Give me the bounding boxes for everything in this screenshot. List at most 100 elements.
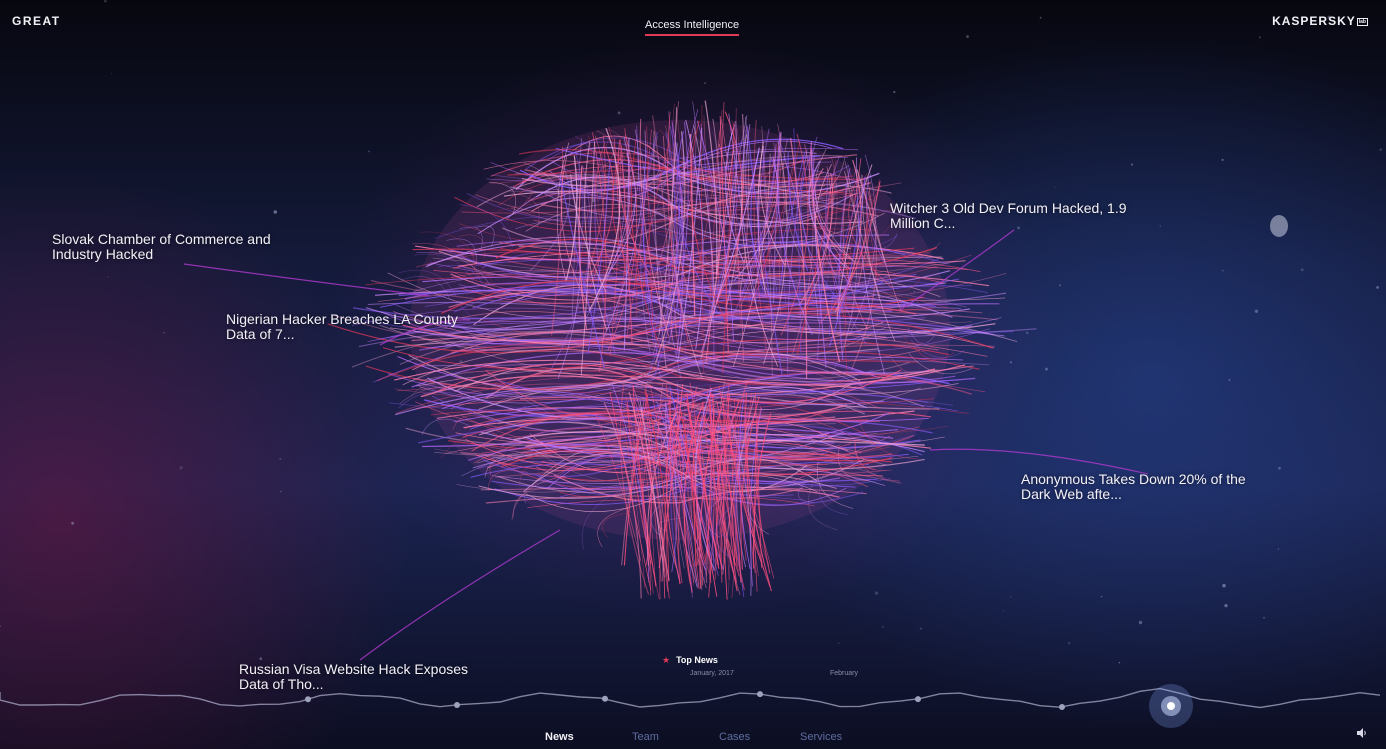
fiber-strand [868,193,879,285]
great-logo[interactable]: GREAT [12,14,61,28]
fiber-strand [736,128,750,330]
nav-services[interactable]: Services [800,731,843,743]
fiber-strand [484,454,533,478]
star-particle [1327,15,1331,19]
fiber-strand [709,391,734,574]
star-particle [966,35,969,39]
fiber-strand [856,157,885,374]
fiber-strand [613,129,640,262]
fiber-strand [588,127,621,311]
fiber-strand [641,418,660,599]
star-particle [104,0,107,3]
timeline-current-point[interactable] [1167,702,1175,710]
fiber-strand [617,139,650,274]
fiber-strand [717,101,725,303]
fiber-strand [578,165,587,330]
fiber-strand [666,405,681,584]
timeline-marker[interactable] [757,691,763,698]
fiber-strand [525,474,818,512]
timeline-marker[interactable] [1059,704,1065,710]
headline-line: Industry Hacked [52,246,154,262]
fiber-strand [653,416,698,587]
fiber-strand [677,392,698,582]
fiber-strand [422,275,907,306]
fiber-strand [727,393,738,567]
fiber-strand [521,165,826,187]
nav-team[interactable]: Team [632,731,659,743]
fiber-strand [705,119,737,184]
fiber-strand [614,138,627,277]
fiber-strand [402,348,959,395]
star-particle [1300,268,1304,272]
fiber-strand [665,402,698,588]
fiber-strand [776,176,811,204]
fiber-strand [426,342,963,361]
headline-line: Million C... [890,215,956,231]
access-intelligence-link[interactable]: Access Intelligence [645,19,740,36]
fiber-strand [609,391,652,591]
fiber-strand [857,242,941,268]
fiber-strand [677,127,703,362]
headline-russian-visa[interactable]: Russian Visa Website Hack Exposes Data o… [239,662,468,692]
fiber-strand [744,406,770,566]
fiber-strand [817,461,854,509]
fiber-strand [689,124,716,179]
fiber-strand [814,164,832,262]
nav-cases[interactable]: Cases [719,731,751,743]
timeline-marker[interactable] [305,696,311,703]
fiber-strand [497,198,895,221]
headline-anonymous-dark-web[interactable]: Anonymous Takes Down 20% of the Dark Web… [1021,472,1246,502]
speaker-icon[interactable] [1356,727,1368,739]
fiber-strand [728,393,737,598]
fiber-strand [390,327,954,346]
fiber-strand [808,483,838,531]
fiber-strand [414,253,474,284]
fiber-strand [489,462,519,476]
fiber-strand [890,355,936,375]
fiber-strand [626,129,652,339]
fiber-strand [739,143,777,298]
fiber-strand [474,346,990,366]
fiber-strand [714,399,740,580]
headline-line: Data of Tho... [239,676,324,692]
nav-news[interactable]: News [545,731,574,743]
headline-nigerian-hacker[interactable]: Nigerian Hacker Breaches LA County Data … [226,312,458,342]
fiber-strand [745,392,772,592]
fiber-strand [395,384,884,416]
fiber-strand [705,141,735,364]
headline-slovak-chamber[interactable]: Slovak Chamber of Commerce and Industry … [52,232,271,262]
headline-line: Slovak Chamber of Commerce and [52,231,271,247]
fiber-strand [657,382,677,568]
bottom-navigation: News Team Cases Services [0,724,1386,749]
star-particle [893,90,896,94]
fiber-strand [676,131,720,315]
fiber-strand [575,135,604,203]
fiber-strand [459,226,483,251]
timeline-marker[interactable] [915,696,921,703]
fiber-strand [632,384,657,586]
fiber-strand [816,174,829,361]
fiber-strand [671,122,684,355]
star-particle [71,521,75,525]
fiber-strand [410,384,463,397]
fiber-strand [447,247,476,271]
headline-connector-line [379,319,471,346]
fiber-strand [412,247,915,268]
timeline-marker[interactable] [602,695,608,702]
timeline-marker[interactable] [454,702,460,708]
headline-connector-line [183,263,431,297]
headline-witcher-forum[interactable]: Witcher 3 Old Dev Forum Hacked, 1.9 Mill… [890,201,1127,231]
fiber-strand [452,415,496,430]
fiber-strand [450,234,890,260]
fiber-strand [416,251,491,286]
fiber-strand [596,130,615,172]
fiber-strand [827,160,848,325]
fiber-strand [644,389,670,582]
fiber-strand [547,453,847,506]
fiber-strand [737,142,776,196]
fiber-strand [743,390,759,577]
fiber-strand [716,111,744,301]
star-particle [1002,610,1005,612]
